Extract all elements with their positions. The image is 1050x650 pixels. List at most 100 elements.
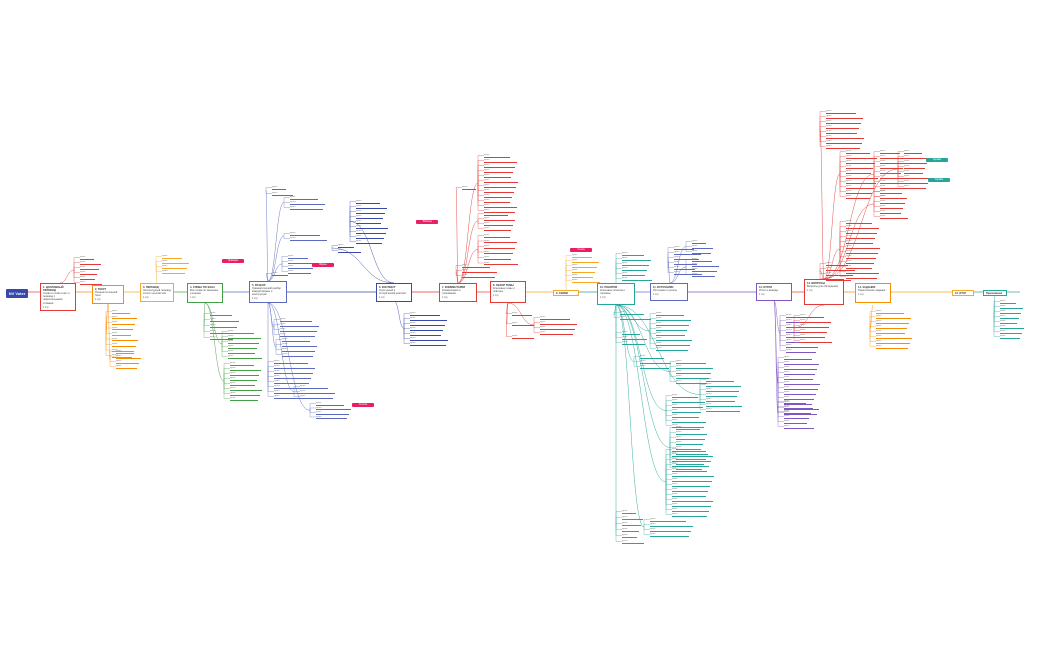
leaf-item[interactable]: пункт <box>112 337 118 340</box>
leaf-item[interactable]: пункт <box>462 186 468 188</box>
leaf-item[interactable]: пункт <box>880 175 886 177</box>
leaf-item[interactable]: пункт <box>1000 305 1006 307</box>
leaf-item[interactable]: пункт <box>880 180 886 182</box>
leaf-item[interactable]: пункт <box>112 321 118 323</box>
leaf-item[interactable]: пункт <box>656 347 662 349</box>
leaf-item[interactable]: пункт <box>904 170 910 172</box>
leaf-item[interactable]: пункт <box>784 386 790 388</box>
leaf-item[interactable]: пункт <box>620 316 626 318</box>
leaf-item[interactable]: пункт <box>80 256 86 258</box>
leaf-item[interactable]: пункт <box>484 159 490 161</box>
leaf-item[interactable]: пункт <box>692 268 698 270</box>
leaf-item[interactable]: пункт <box>846 175 852 177</box>
leaf-item[interactable]: пункт <box>512 312 518 314</box>
leaf-item[interactable]: пункт <box>484 189 490 191</box>
leaf-item[interactable]: пункт <box>784 356 790 358</box>
leaf-item[interactable]: пункт <box>484 154 490 156</box>
leaf-item[interactable]: пункт <box>784 371 790 373</box>
leaf-item[interactable]: пункт <box>876 320 882 322</box>
leaf-item[interactable]: пункт <box>230 372 236 374</box>
leaf-item[interactable]: пункт <box>826 125 832 127</box>
leaf-item[interactable]: пункт <box>338 249 344 251</box>
leaf-item[interactable]: пункт <box>676 360 682 362</box>
leaf-item[interactable]: пункт <box>1000 325 1006 327</box>
leaf-item[interactable]: пункт <box>282 348 288 350</box>
leaf-item[interactable]: пункт <box>230 382 236 384</box>
leaf-item[interactable]: пункт <box>800 334 806 336</box>
leaf-item[interactable]: пункт <box>356 225 362 227</box>
leaf-item[interactable]: пункт <box>676 375 682 377</box>
leaf-item[interactable]: пункт <box>784 376 790 378</box>
leaf-item[interactable]: пункт <box>656 322 662 324</box>
leaf-item[interactable]: пункт <box>80 271 86 273</box>
leaf-item[interactable]: пункт <box>356 200 362 202</box>
leaf-item[interactable]: пункт <box>116 360 122 362</box>
chapter-node-16[interactable]: Приложения <box>983 290 1007 297</box>
leaf-item[interactable]: пункт <box>228 345 234 347</box>
leaf-item[interactable]: пункт <box>274 385 280 387</box>
leaf-item[interactable]: пункт <box>540 321 546 323</box>
leaf-item[interactable]: пункт <box>672 488 678 490</box>
leaf-item[interactable]: пункт <box>1000 300 1006 302</box>
leaf-item[interactable]: пункт <box>272 272 278 274</box>
leaf-item[interactable]: пункт <box>706 393 712 395</box>
highlight-badge[interactable]: Схема <box>570 248 592 252</box>
leaf-item[interactable]: пункт <box>846 160 852 162</box>
leaf-item[interactable]: пункт <box>162 260 168 262</box>
leaf-item[interactable]: пункт <box>674 266 680 268</box>
leaf-item[interactable]: пункт <box>540 331 546 333</box>
leaf-item[interactable]: пункт <box>282 338 288 340</box>
leaf-item[interactable]: пункт <box>826 277 832 279</box>
leaf-item[interactable]: пункт <box>640 355 646 357</box>
leaf-item[interactable]: пункт <box>622 277 628 279</box>
leaf-item[interactable]: пункт <box>650 533 656 535</box>
leaf-item[interactable]: пункт <box>876 315 882 317</box>
leaf-item[interactable]: пункт <box>572 254 578 256</box>
leaf-item[interactable]: пункт <box>282 343 288 345</box>
leaf-item[interactable]: пункт <box>288 270 294 272</box>
leaf-item[interactable]: пункт <box>484 239 490 242</box>
leaf-item[interactable]: пункт <box>282 353 288 355</box>
leaf-item[interactable]: пункт <box>316 411 322 413</box>
leaf-item[interactable]: пункт <box>692 250 698 252</box>
leaf-item[interactable]: пункт <box>1000 310 1006 312</box>
leaf-item[interactable]: пункт <box>786 314 792 316</box>
leaf-item[interactable]: пункт <box>484 222 490 224</box>
leaf-item[interactable]: пункт <box>656 327 662 329</box>
leaf-item[interactable]: пункт <box>846 185 852 187</box>
leaf-item[interactable]: пункт <box>880 185 886 187</box>
leaf-item[interactable]: пункт <box>356 230 362 232</box>
leaf-item[interactable]: пункт <box>846 150 852 152</box>
leaf-item[interactable]: пункт <box>484 199 490 201</box>
leaf-item[interactable]: пункт <box>274 380 280 382</box>
leaf-item[interactable]: пункт <box>210 318 216 320</box>
leaf-item[interactable]: пункт <box>410 312 416 314</box>
leaf-item[interactable]: пункт <box>210 336 216 338</box>
leaf-item[interactable]: пункт <box>672 409 678 411</box>
leaf-item[interactable]: пункт <box>876 335 882 337</box>
leaf-item[interactable]: пункт <box>280 333 286 335</box>
leaf-item[interactable]: пункт <box>800 339 806 341</box>
leaf-item[interactable]: пункт <box>676 451 682 453</box>
leaf-item[interactable]: пункт <box>784 405 790 407</box>
leaf-item[interactable]: пункт <box>784 391 790 393</box>
leaf-item[interactable]: пункт <box>674 251 680 253</box>
leaf-item[interactable]: пункт <box>672 404 678 406</box>
leaf-item[interactable]: пункт <box>672 419 678 421</box>
leaf-item[interactable]: пункт <box>210 324 216 326</box>
leaf-item[interactable]: пункт <box>706 388 712 390</box>
leaf-item[interactable]: пункт <box>786 329 792 331</box>
leaf-item[interactable]: пункт <box>484 164 490 166</box>
leaf-item[interactable]: пункт <box>484 209 490 211</box>
leaf-item[interactable]: пункт <box>676 431 682 433</box>
leaf-item[interactable]: пункт <box>640 360 646 362</box>
leaf-item[interactable]: пункт <box>784 420 790 422</box>
leaf-item[interactable]: пункт <box>784 361 790 363</box>
leaf-item[interactable]: пункт <box>846 260 852 262</box>
leaf-item[interactable]: пункт <box>672 453 678 455</box>
leaf-item[interactable]: пункт <box>656 337 662 339</box>
